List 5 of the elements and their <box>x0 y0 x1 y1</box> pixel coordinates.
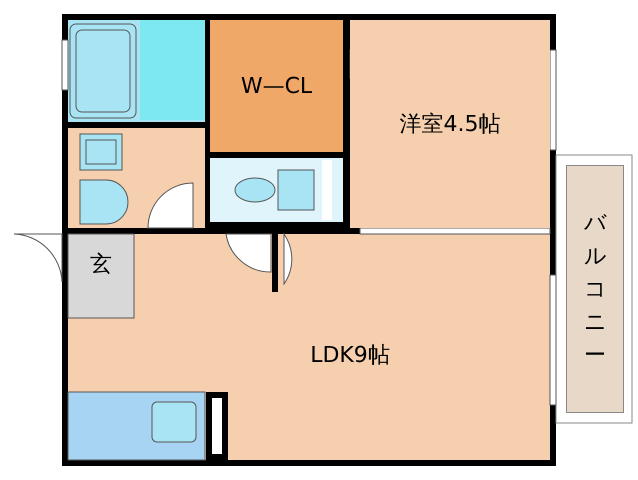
room-label: W—CL <box>240 74 312 98</box>
room-label: 玄 <box>90 251 112 279</box>
room-label: LDK9帖 <box>310 342 390 370</box>
room-label: バルコニー <box>584 210 606 370</box>
room-label: 洋室4.5帖 <box>400 111 500 139</box>
